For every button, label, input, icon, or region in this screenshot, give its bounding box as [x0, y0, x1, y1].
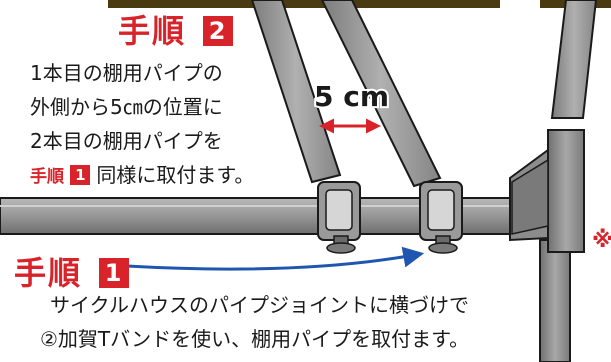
step2-line-2: 外側から5㎝の位置に: [30, 95, 223, 119]
step1-line-1: サイクルハウスのパイプジョイントに横づけで: [50, 288, 469, 322]
step2-ref-number-badge: 1: [70, 165, 91, 185]
band-clamp-2: [419, 181, 463, 254]
step2-heading: 手順 2: [116, 6, 234, 52]
shelf-pipe-2: [320, 0, 442, 188]
step2-line-3: 2本目の棚用パイプを: [30, 129, 223, 153]
step2-ref-label: 手順: [30, 167, 64, 187]
shelf-pipe-1: [250, 0, 342, 184]
step2-number-badge: 2: [203, 16, 234, 46]
dimension-label: 5 cm: [312, 78, 391, 115]
step2-label: 手順: [116, 11, 187, 52]
right-upright-pipe-top: [550, 0, 598, 119]
pointer-arrow: [125, 246, 425, 271]
top-frame-edge: [108, 0, 500, 8]
note-mark: ※: [592, 228, 611, 253]
step2-line-1: 1本目の棚用パイプの: [30, 61, 223, 85]
step2-ref-text: 同様に取付ます。: [96, 163, 255, 187]
step1-line-2: ②加賀Tバンドを使い、棚用パイプを取付ます。: [40, 322, 470, 356]
right-upright-pipe-bottom: [539, 239, 571, 362]
step1-heading: 手順 1: [12, 248, 130, 294]
band-clamp-1: [317, 181, 361, 254]
step1-label: 手順: [12, 253, 83, 294]
step1-number-badge: 1: [99, 258, 130, 288]
